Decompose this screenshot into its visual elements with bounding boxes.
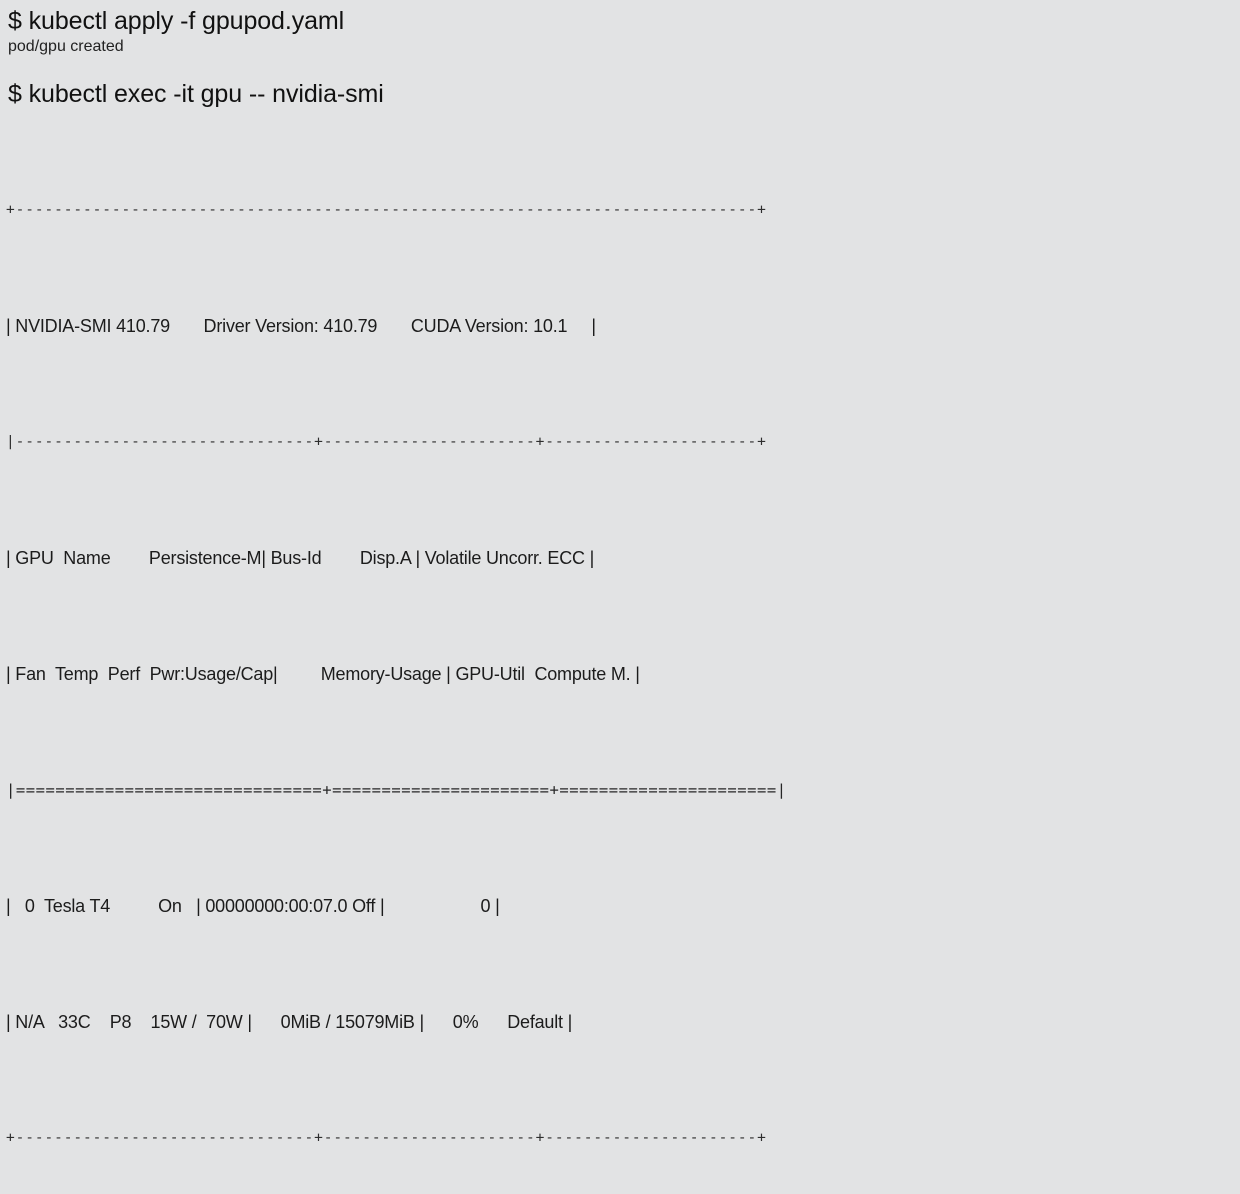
smi-column-header-line1: | GPU Name Persistence-M| Bus-Id Disp.A … [6, 548, 595, 568]
spacer-between-commands [0, 57, 1240, 79]
smi-rule-mid: |-------------------------------+-------… [6, 434, 767, 450]
command-output-apply: pod/gpu created [8, 38, 124, 55]
smi-rule-equals-main: |===============================+=======… [6, 781, 787, 799]
command-line-apply[interactable]: $ kubectl apply -f gpupod.yaml [8, 7, 345, 35]
smi-rule-top: +---------------------------------------… [6, 202, 767, 218]
terminal-window: $ kubectl apply -f gpupod.yaml pod/gpu c… [0, 0, 1240, 1146]
smi-rule-bottom: +-------------------------------+-------… [6, 1130, 767, 1146]
smi-column-header-line2: | Fan Temp Perf Pwr:Usage/Cap| Memory-Us… [6, 664, 640, 684]
nvidia-smi-output: +---------------------------------------… [0, 109, 1240, 1194]
smi-gpu-row-line1: | 0 Tesla T4 On | 00000000:00:07.0 Off |… [6, 896, 500, 916]
command-block-exec: $ kubectl exec -it gpu -- nvidia-smi [0, 79, 1240, 109]
smi-header-versions: | NVIDIA-SMI 410.79 Driver Version: 410.… [6, 316, 596, 336]
smi-gpu-row-line2: | N/A 33C P8 15W / 70W | 0MiB / 15079MiB… [6, 1012, 573, 1032]
command-line-exec[interactable]: $ kubectl exec -it gpu -- nvidia-smi [8, 80, 384, 108]
command-block-apply: $ kubectl apply -f gpupod.yaml pod/gpu c… [0, 0, 1240, 57]
